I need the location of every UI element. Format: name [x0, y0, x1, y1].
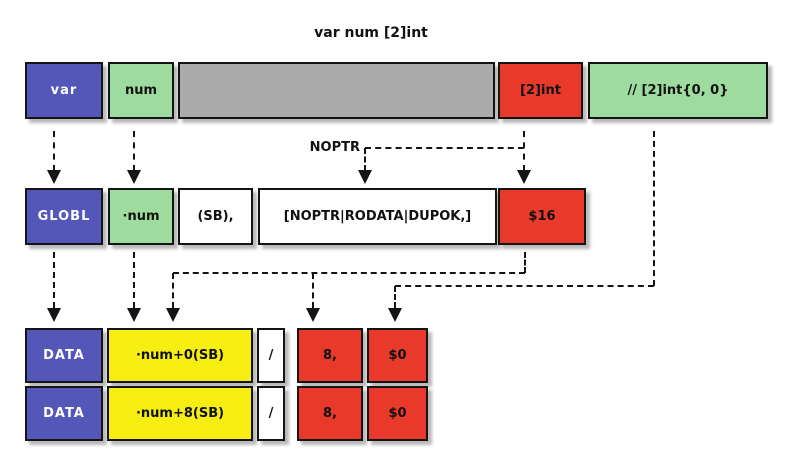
edge-comment-to-value-arrowhead — [388, 308, 402, 322]
edge-type-to-flags-vline — [364, 148, 366, 171]
edge-globl-to-data-arrowhead — [47, 308, 61, 322]
edge-comment-elbow-hline — [395, 285, 654, 287]
data-slash-box: / — [257, 328, 285, 383]
source-name-box: num — [108, 62, 174, 119]
edge-comment-to-value-vline — [394, 286, 396, 308]
data-directive-box: DATA — [25, 386, 103, 441]
edge-size-to-datasize-vline — [312, 273, 314, 308]
source-spacer-box — [178, 62, 495, 119]
source-var-keyword-box: var — [25, 62, 103, 119]
edge-type-to-flags-arrowhead — [358, 170, 372, 184]
edge-globl-to-data-line — [53, 252, 55, 308]
data-symbol-box: ·num+8(SB) — [107, 386, 253, 441]
globl-symbol-box: ·num — [108, 188, 174, 245]
globl-size-box: $16 — [498, 188, 586, 245]
globl-directive-box: GLOBL — [25, 188, 103, 245]
diagram-title: var num [2]int — [314, 25, 428, 41]
data-size-box: 8, — [297, 328, 363, 383]
globl-sb-box: (SB), — [178, 188, 253, 245]
data-size-box: 8, — [297, 386, 363, 441]
edge-size-elbow-hline — [173, 272, 525, 274]
data-value-box: $0 — [367, 386, 428, 441]
edge-type-to-size-line — [523, 131, 525, 171]
source-type-box: [2]int — [498, 62, 583, 119]
globl-flags-box: [NOPTR|RODATA|DUPOK,] — [258, 188, 497, 245]
edge-symbol-to-data-symbol-line — [133, 252, 135, 308]
data-symbol-box: ·num+0(SB) — [107, 328, 253, 383]
edge-var-to-globl-arrowhead — [47, 170, 61, 184]
edge-symbol-to-data-symbol-arrowhead — [127, 308, 141, 322]
edge-var-to-globl-line — [53, 131, 55, 171]
edge-size-to-offset-vline — [172, 273, 174, 308]
edge-size-to-offset-arrowhead — [166, 308, 180, 322]
noptr-edge-label: NOPTR — [309, 140, 360, 155]
edge-size-to-datasize-arrowhead — [306, 308, 320, 322]
data-slash-box: / — [257, 386, 285, 441]
edge-type-to-flags-hline — [365, 147, 524, 149]
edge-comment-down-line — [653, 131, 655, 286]
edge-num-to-symbol-arrowhead — [127, 170, 141, 184]
source-comment-box: // [2]int{0, 0} — [588, 62, 768, 119]
edge-num-to-symbol-line — [133, 131, 135, 171]
data-value-box: $0 — [367, 328, 428, 383]
edge-size-elbow-down-line — [524, 252, 526, 273]
edge-type-to-size-arrowhead — [517, 170, 531, 184]
data-directive-box: DATA — [25, 328, 103, 383]
